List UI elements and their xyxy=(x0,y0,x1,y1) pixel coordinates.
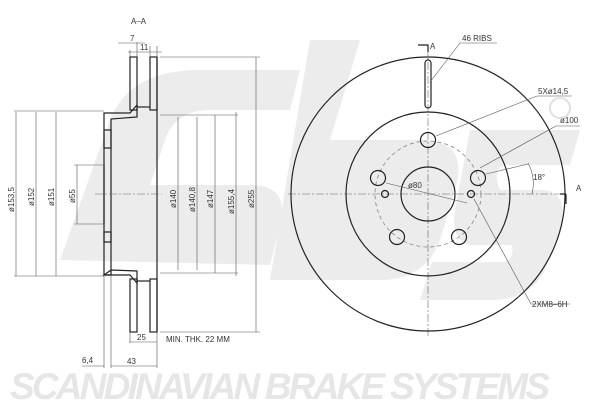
dim-d140-8: ø140,8 xyxy=(188,187,197,212)
section-label: A–A xyxy=(131,17,147,26)
dim-6-4: 6,4 xyxy=(82,356,94,365)
dim-25: 25 xyxy=(137,333,146,342)
dim-d140: ø140 xyxy=(169,189,178,208)
dim-d152: ø152 xyxy=(27,187,36,206)
dim-d255: ø255 xyxy=(247,189,256,208)
rib-slot xyxy=(424,59,432,109)
front-view: A A 46 RIBS 5Xø14,5 ø100 18° ø80 2XM8–6H xyxy=(288,34,582,336)
section-marker-top: A xyxy=(430,42,436,51)
dim-43: 43 xyxy=(127,357,136,366)
ribs-label: 46 RIBS xyxy=(462,34,492,43)
dim-11: 11 xyxy=(140,43,149,52)
angle-label: 18° xyxy=(533,173,545,182)
dim-d55: ø55 xyxy=(68,189,77,203)
section-view: A–A 7 11 ø153,5 ø152 ø15 xyxy=(7,17,260,368)
bolt-holes-label: 5Xø14,5 xyxy=(538,87,569,96)
bolt-holes xyxy=(369,131,487,246)
center-bore xyxy=(400,166,456,222)
min-thickness-note: MIN. THK. 22 MM xyxy=(166,335,230,344)
center-bore-label: ø80 xyxy=(408,181,422,190)
section-marker-right: A xyxy=(576,184,582,193)
watermark-text: SCANDINAVIAN BRAKE SYSTEMS xyxy=(10,366,550,400)
dim-d153-5: ø153,5 xyxy=(7,187,16,212)
pcd-label: ø100 xyxy=(560,116,579,125)
dim-7: 7 xyxy=(130,34,135,43)
threads-label: 2XM8–6H xyxy=(532,300,568,309)
dim-d155-4: ø155,4 xyxy=(227,189,236,214)
hat-edge xyxy=(345,111,511,277)
dim-d151: ø151 xyxy=(47,187,56,206)
bolt-circle xyxy=(374,140,482,248)
dim-d147: ø147 xyxy=(206,189,215,208)
